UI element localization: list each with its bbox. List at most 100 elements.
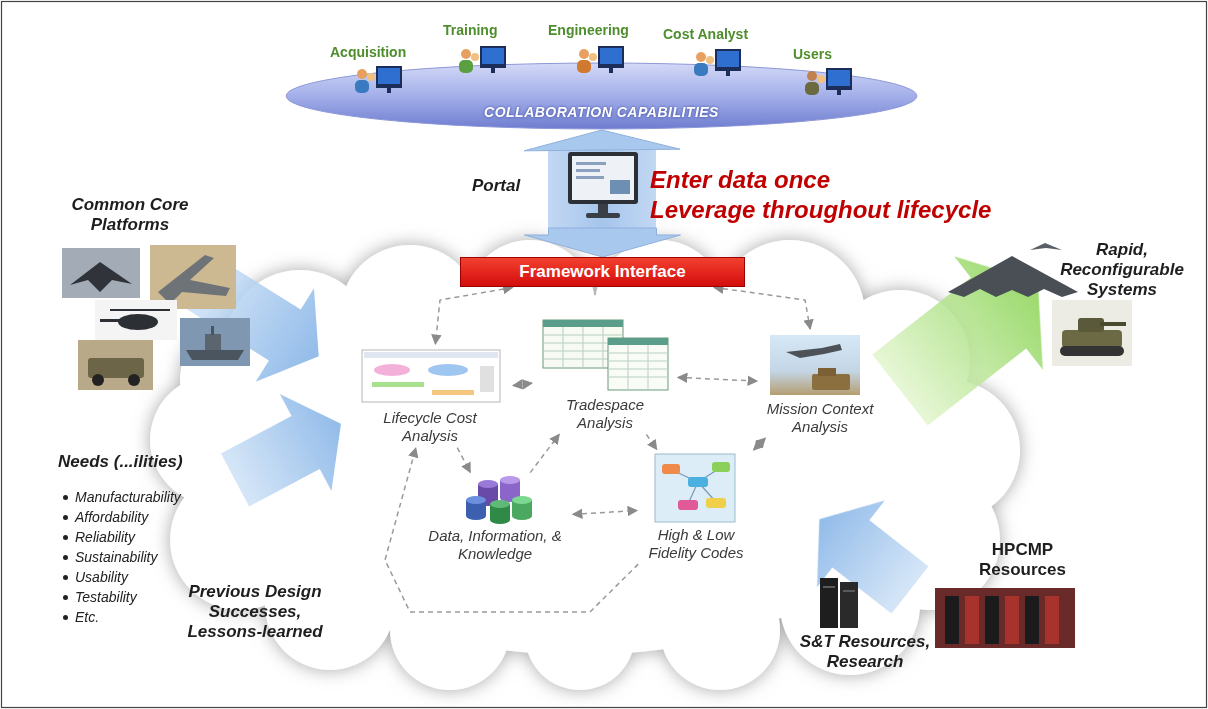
data-store-node: Data, Information, & Knowledge bbox=[420, 475, 570, 563]
output-label: Rapid, Reconfigurable Systems bbox=[1052, 240, 1192, 300]
input-arrows bbox=[209, 375, 367, 528]
data-cylinders-picture bbox=[512, 496, 532, 504]
list-item: Affordability bbox=[75, 508, 148, 526]
station-icon bbox=[717, 51, 739, 67]
hpcmp-pictures bbox=[1025, 596, 1039, 644]
ellipse-title: COLLABORATION CAPABILITIES bbox=[283, 104, 920, 120]
lifecycle-cost-picture bbox=[432, 390, 474, 395]
hpcmp-pictures bbox=[985, 596, 999, 644]
platform-pictures bbox=[92, 374, 104, 386]
block-arrow bbox=[524, 130, 680, 151]
analysis-node: Lifecycle Cost Analysis bbox=[350, 347, 510, 445]
bullet-dot bbox=[63, 495, 68, 500]
role-label: Engineering bbox=[548, 22, 629, 38]
tradespace-picture bbox=[608, 345, 668, 390]
input-arrows bbox=[856, 226, 1083, 447]
tradespace-picture bbox=[608, 338, 668, 345]
role-label: Users bbox=[793, 46, 832, 62]
box-label: Framework Interface bbox=[519, 262, 685, 282]
hpcmp-pictures bbox=[965, 596, 979, 644]
hpcmp-pictures bbox=[820, 578, 838, 628]
hpcmp-pictures bbox=[945, 596, 959, 644]
bullet-dot bbox=[63, 575, 68, 580]
hpcmp-pictures bbox=[823, 586, 835, 588]
platform-pictures bbox=[211, 326, 214, 335]
list-item: Reliability bbox=[75, 528, 135, 546]
portal-monitor bbox=[610, 180, 630, 194]
platform-pictures bbox=[62, 245, 250, 390]
platform-pictures bbox=[62, 248, 140, 298]
list-item: Usability bbox=[75, 568, 128, 586]
list-item: Testability bbox=[75, 588, 137, 606]
codes-picture bbox=[655, 454, 735, 522]
data-cylinders-picture bbox=[466, 476, 532, 524]
portal-monitor bbox=[598, 204, 608, 214]
hpcmp-pictures bbox=[935, 588, 1075, 648]
lifecycle-cost-picture bbox=[362, 350, 500, 402]
node-caption: Lifecycle Cost Analysis bbox=[365, 409, 495, 445]
lifecycle-cost-picture bbox=[364, 352, 498, 358]
bullet-dot bbox=[63, 595, 68, 600]
platform-pictures bbox=[186, 350, 244, 360]
input-arrows bbox=[171, 226, 1082, 634]
platform-pictures bbox=[158, 255, 230, 304]
input-arrows bbox=[786, 476, 944, 633]
dashed-connector bbox=[714, 287, 810, 329]
input-label: HPCMP Resources bbox=[960, 540, 1085, 580]
rapid-systems-pictures bbox=[1052, 300, 1132, 366]
bullet-dot bbox=[63, 515, 68, 520]
portal-label: Portal bbox=[472, 176, 520, 196]
lifecycle-cost-picture bbox=[428, 364, 468, 376]
tradespace-picture bbox=[608, 338, 668, 390]
rapid-systems-pictures bbox=[1060, 346, 1124, 356]
hpcmp-pictures bbox=[840, 582, 858, 628]
input-label: Common Core Platforms bbox=[50, 195, 210, 235]
data-cylinders-picture bbox=[490, 500, 510, 508]
node-caption: High & Low Fidelity Codes bbox=[640, 526, 752, 562]
portal-arrow-shaft bbox=[548, 150, 656, 228]
portal-monitor bbox=[568, 152, 638, 218]
slogan-text: Leverage throughout lifecycle bbox=[650, 196, 991, 224]
codes-picture bbox=[712, 462, 730, 472]
bullet-dot bbox=[63, 535, 68, 540]
list-item: Sustainability bbox=[75, 548, 158, 566]
hpcmp-pictures bbox=[843, 590, 855, 592]
codes-picture bbox=[706, 498, 726, 508]
dashed-connector bbox=[573, 511, 637, 515]
dashed-connector bbox=[385, 448, 638, 612]
hpcmp-pictures bbox=[1005, 596, 1019, 644]
lifecycle-cost-picture bbox=[372, 382, 424, 387]
block-arrow bbox=[525, 228, 681, 257]
role-label: Cost Analyst bbox=[663, 26, 748, 42]
codes-picture bbox=[655, 454, 735, 522]
platform-pictures bbox=[70, 262, 132, 292]
bullet-dot bbox=[63, 615, 68, 620]
codes-picture bbox=[688, 477, 708, 487]
platform-pictures bbox=[180, 318, 250, 366]
rapid-systems-pictures bbox=[948, 256, 1078, 297]
platform-pictures bbox=[110, 309, 170, 311]
platform-pictures bbox=[78, 340, 153, 390]
node-caption: Tradespace Analysis bbox=[555, 396, 655, 432]
list-heading: Needs (...ilities) bbox=[58, 452, 183, 472]
dashed-connector bbox=[530, 434, 559, 472]
portal-monitor bbox=[576, 162, 606, 165]
station-icon bbox=[579, 49, 589, 59]
framework-interface-box: Framework Interface bbox=[460, 257, 745, 287]
mission-context-picture bbox=[770, 335, 860, 395]
rapid-systems-pictures bbox=[1100, 322, 1126, 326]
role-label: Acquisition bbox=[330, 44, 406, 60]
mission-context-picture bbox=[812, 374, 850, 390]
station-icon bbox=[482, 48, 504, 64]
hpcmp-pictures bbox=[1045, 596, 1059, 644]
station-icon bbox=[471, 53, 479, 61]
dashed-connector bbox=[646, 435, 656, 450]
collaboration-ellipse: COLLABORATION CAPABILITIES bbox=[283, 62, 920, 130]
tradespace-picture bbox=[543, 320, 623, 327]
platform-pictures bbox=[205, 334, 221, 350]
portal-monitor bbox=[572, 156, 634, 200]
dashed-connector bbox=[513, 383, 532, 385]
data-cylinders-picture bbox=[466, 496, 486, 504]
